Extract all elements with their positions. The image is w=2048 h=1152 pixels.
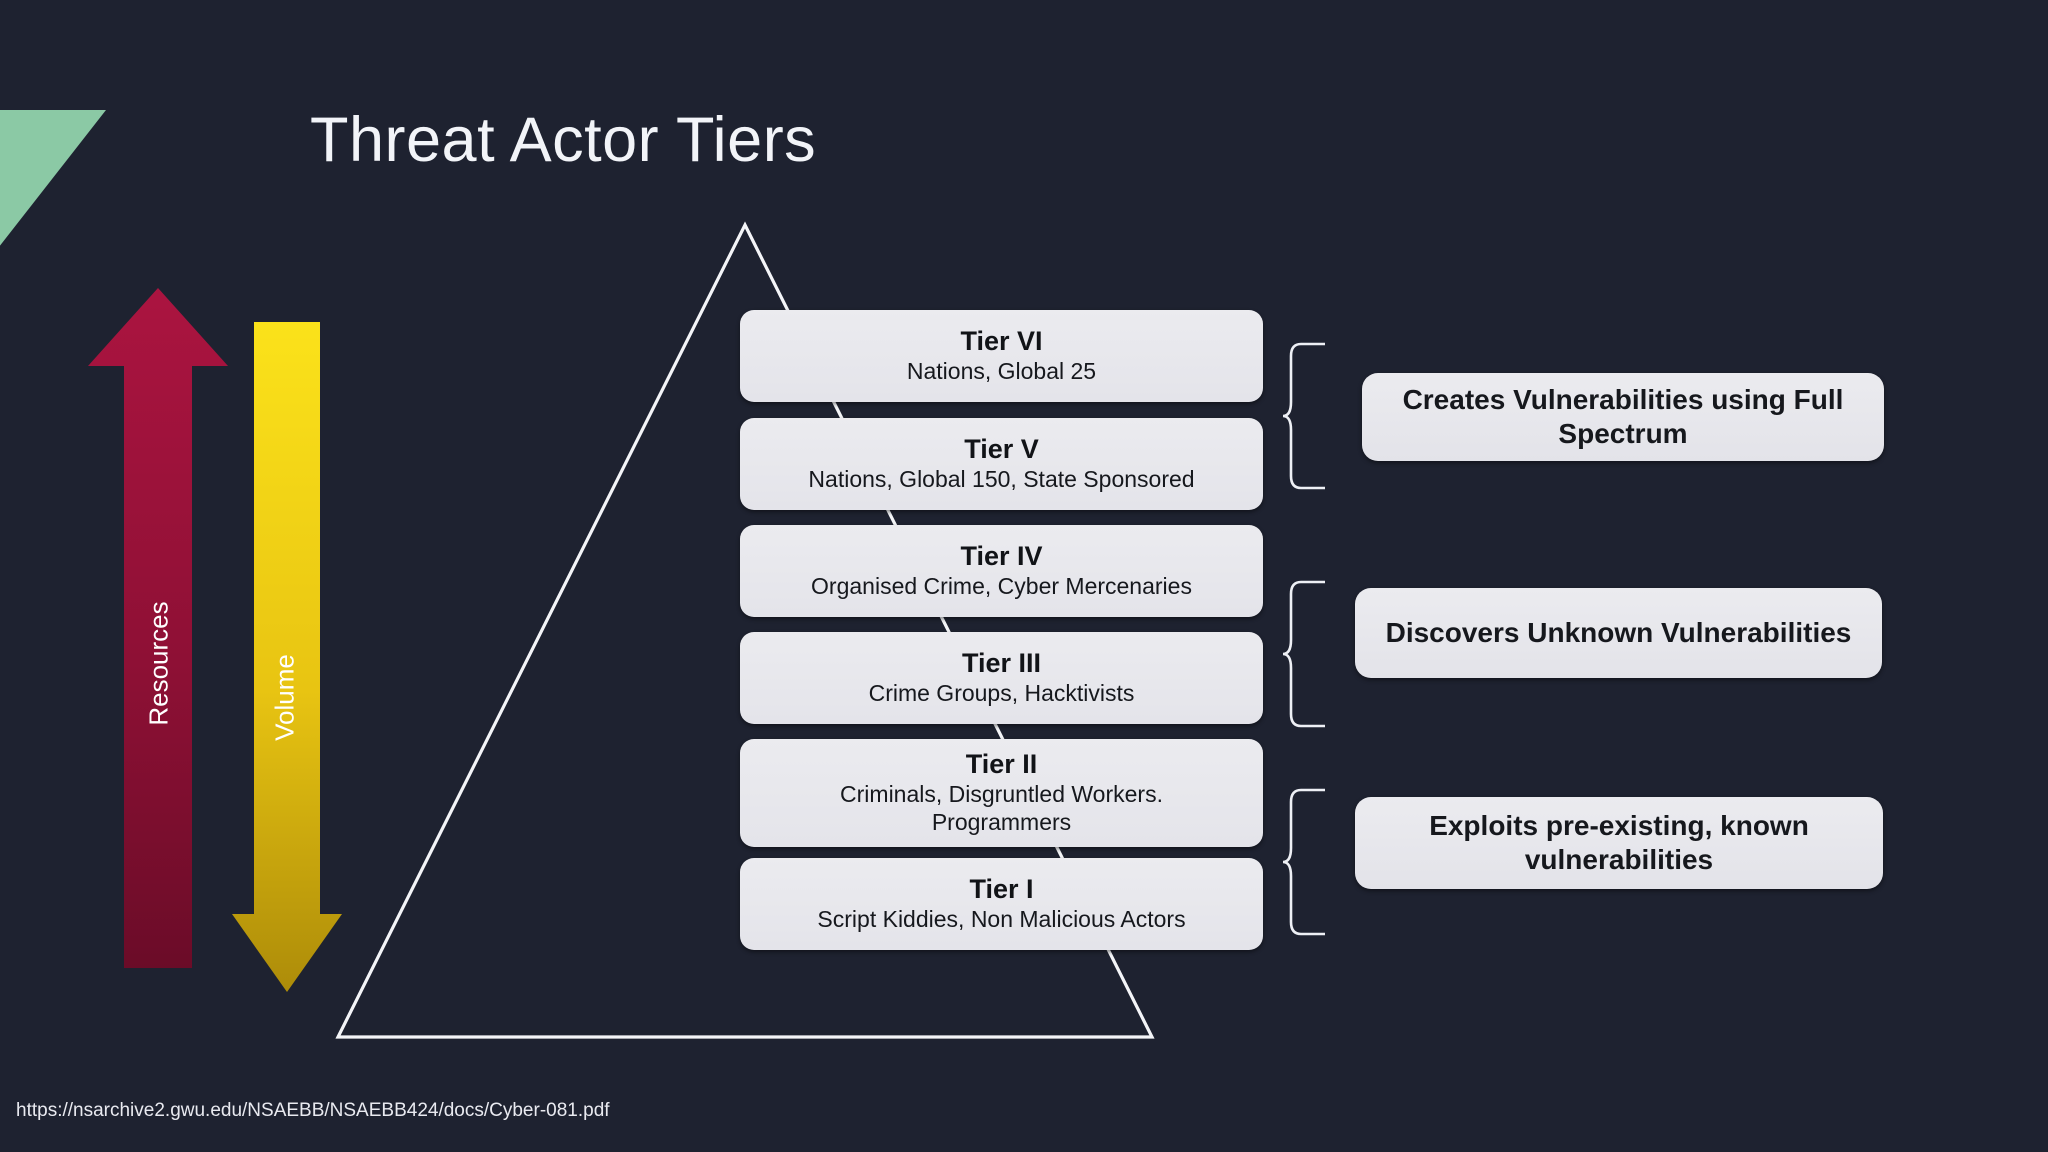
page-title: Threat Actor Tiers (310, 105, 817, 175)
brace-middle (1283, 580, 1325, 728)
callout-box-bottom[interactable]: Exploits pre-existing, known vulnerabili… (1355, 797, 1883, 889)
tier-box-4[interactable]: Tier IV Organised Crime, Cyber Mercenari… (740, 525, 1263, 617)
tier-title: Tier VI (960, 326, 1043, 357)
tier-box-2[interactable]: Tier II Criminals, Disgruntled Workers. … (740, 739, 1263, 847)
tier-subtitle: Crime Groups, Hacktivists (868, 680, 1135, 707)
tier-subtitle: Nations, Global 25 (906, 358, 1097, 385)
source-url[interactable]: https://nsarchive2.gwu.edu/NSAEBB/NSAEBB… (16, 1100, 610, 1121)
tier-title: Tier II (965, 749, 1038, 780)
tier-title: Tier IV (960, 541, 1043, 572)
callout-box-top[interactable]: Creates Vulnerabilities using Full Spect… (1362, 373, 1884, 461)
resources-arrow-label: Resources (143, 601, 174, 726)
volume-arrow-label: Volume (269, 654, 300, 741)
tier-box-6[interactable]: Tier VI Nations, Global 25 (740, 310, 1263, 402)
callout-box-middle[interactable]: Discovers Unknown Vulnerabilities (1355, 588, 1882, 678)
pyramid-outline (335, 221, 1155, 1039)
tier-title: Tier III (961, 648, 1042, 679)
tier-subtitle: Organised Crime, Cyber Mercenaries (811, 573, 1192, 600)
resources-arrow: Resources (88, 288, 228, 968)
tier-title: Tier V (964, 434, 1039, 465)
tier-title: Tier I (969, 874, 1034, 905)
tier-subtitle: Nations, Global 150, State Sponsored (808, 466, 1195, 493)
volume-arrow: Volume (232, 322, 342, 992)
tier-subtitle: Script Kiddies, Non Malicious Actors (817, 906, 1186, 933)
tier-subtitle: Criminals, Disgruntled Workers. Programm… (840, 781, 1163, 835)
tier-box-3[interactable]: Tier III Crime Groups, Hacktivists (740, 632, 1263, 724)
tier-box-1[interactable]: Tier I Script Kiddies, Non Malicious Act… (740, 858, 1263, 950)
brace-bottom (1283, 788, 1325, 936)
brace-top (1283, 342, 1325, 490)
tier-box-5[interactable]: Tier V Nations, Global 150, State Sponso… (740, 418, 1263, 510)
